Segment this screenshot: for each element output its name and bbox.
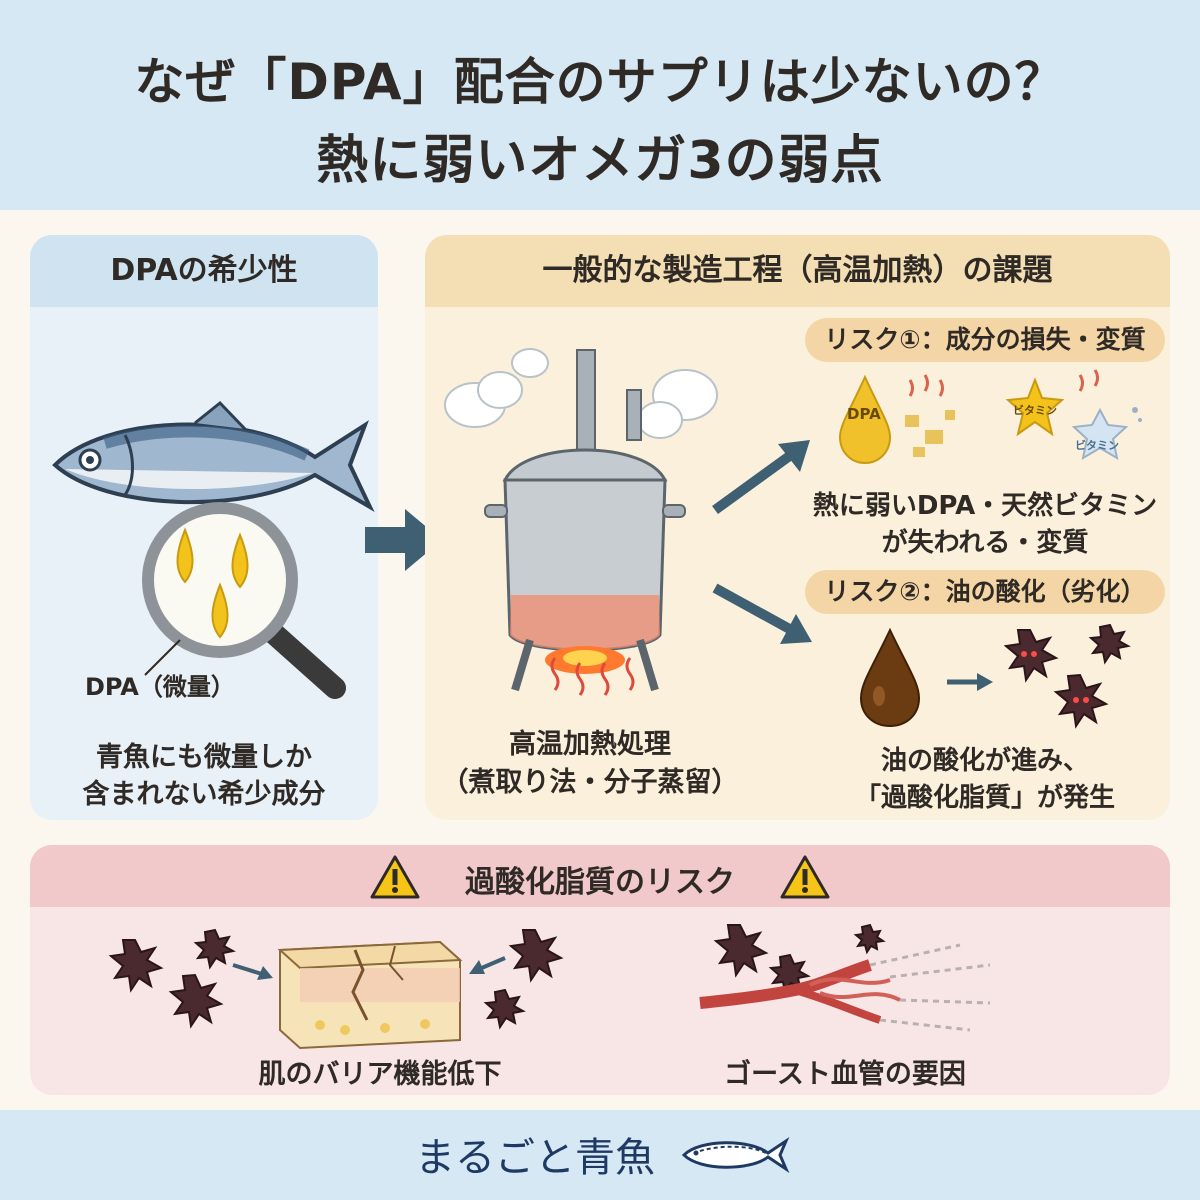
dpa-drop-label: DPA: [847, 405, 881, 423]
heated-pot-icon: [444, 348, 718, 696]
risk2-tag: リスク②：油の酸化（劣化）: [805, 570, 1165, 614]
process-caption-line2: （煮取り法・分子蒸留）: [441, 767, 739, 798]
peroxide-risk-heading: 過酸化脂質のリスク: [465, 865, 735, 900]
fish-logo-icon: [681, 1136, 790, 1174]
ghost-vessel-icon: [699, 923, 991, 1032]
dpa-drop-icon: [838, 374, 892, 465]
dpa-rarity-panel: DPAの希少性: [30, 235, 378, 820]
vitamin-label-1: ビタミン: [1013, 404, 1057, 417]
free-radical-cluster-icon: [1003, 623, 1131, 729]
page-title-line2: 熱に弱いオメガ3の弱点: [316, 131, 884, 191]
crumbles-icon: [905, 374, 955, 457]
sardine-icon: [52, 400, 375, 512]
brand-name: まるごと青魚: [415, 1135, 655, 1181]
skin-caption: 肌のバリア機能低下: [258, 1059, 502, 1090]
risk1-caption-line2: が失われる・変質: [881, 528, 1089, 558]
peroxide-risk-heading-band: [30, 845, 1170, 907]
magnifier-icon: [142, 502, 346, 699]
title-band: なぜ「DPA」配合のサプリは少ないの？ 熱に弱いオメガ3の弱点: [0, 0, 1200, 210]
risk1-caption-line1: 熱に弱いDPA・天然ビタミン: [812, 491, 1158, 521]
arrow-to-risk2-icon: [712, 583, 812, 644]
warning-icon: [370, 855, 420, 899]
small-arrow-icon: [947, 673, 993, 691]
dpa-rarity-heading: DPAの希少性: [30, 235, 378, 307]
risk2-caption-line2: 「過酸化脂質」が発生: [854, 783, 1115, 813]
flow-arrow-icon: [365, 509, 442, 571]
dpa-trace-label: DPA（微量）: [85, 673, 235, 701]
vitamin-dissolving-icon: [1071, 369, 1142, 461]
vessel-caption: ゴースト血管の要因: [724, 1059, 966, 1090]
skin-barrier-icon: [108, 928, 564, 1050]
risk2-caption-line1: 油の酸化が進み、: [880, 746, 1089, 776]
page-title-line1: なぜ「DPA」配合のサプリは少ないの？: [134, 53, 1066, 111]
warning-icon-right: [780, 855, 830, 899]
arrow-to-risk1-icon: [712, 440, 810, 515]
manufacturing-heading: 一般的な製造工程（高温加熱）の課題: [425, 235, 1170, 307]
vitamin-star-icon: [1005, 377, 1065, 437]
vitamin-label-2: ビタミン: [1075, 439, 1119, 452]
process-caption-line1: 高温加熱処理: [509, 729, 671, 760]
oxidized-oil-drop-icon: [859, 627, 921, 728]
risk1-tag: リスク①：成分の損失・変質: [805, 318, 1165, 362]
footer-band: [0, 1110, 1200, 1200]
rarity-caption-line1: 青魚にも微量しか: [96, 742, 312, 773]
rarity-caption-line2: 含まれない希少成分: [82, 779, 326, 810]
peroxide-risk-panel: [30, 845, 1170, 1095]
